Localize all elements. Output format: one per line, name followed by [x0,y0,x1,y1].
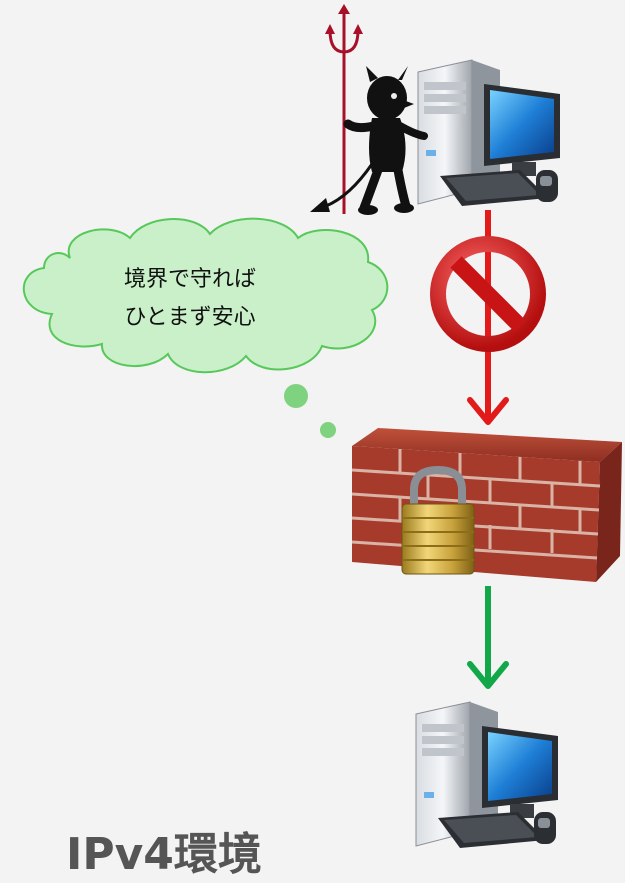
thought-bubble [22,217,389,438]
environment-caption: IPv4環境 [66,829,262,880]
devil-with-trident-icon [310,4,428,215]
prohibited-sign-icon [430,236,546,352]
bubble-text-line1: 境界で守れば [123,267,256,292]
allowed-traffic-arrow [467,586,509,689]
brick-firewall-with-padlock-icon [351,428,622,582]
protected-computer-icon [415,701,558,848]
bubble-text-line2: ひとまず安心 [124,305,256,330]
attacker-computer-icon [417,59,560,206]
